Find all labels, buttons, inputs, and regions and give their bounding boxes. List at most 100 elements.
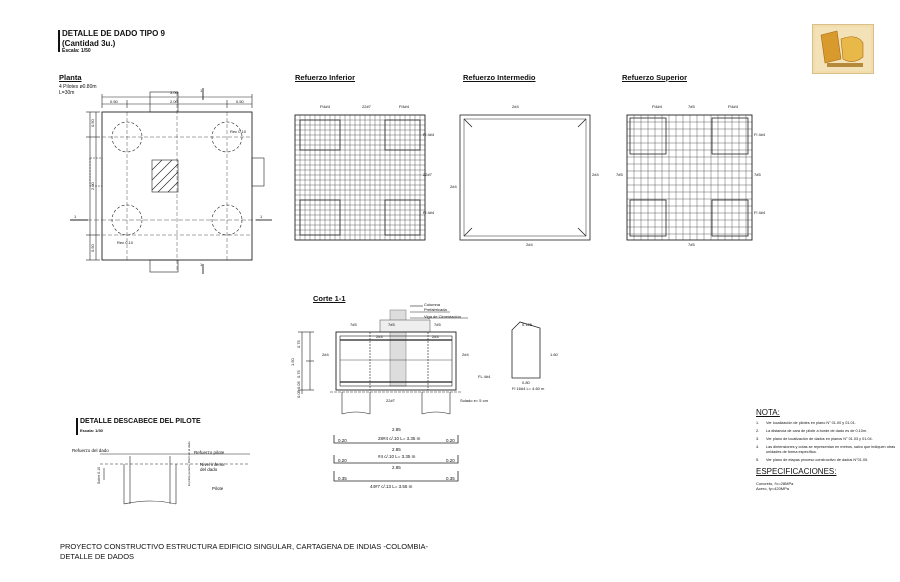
ref-inf-label-4: Fl 4#4	[423, 132, 435, 137]
corte-drawing: Columna Prefabricada Viga de Cimentación…	[290, 302, 559, 415]
corte-viga: Viga de Cimentación	[424, 314, 461, 319]
refuerzo-inferior-drawing: Fl4#4 22#7 Fl4#4 Fl 4#4 22#7 Fl 4#4	[294, 104, 435, 241]
bar-3-right: 0.35	[446, 476, 455, 481]
ref-inf-label-6: Fl 4#4	[423, 210, 435, 215]
spec-concreto: Concreto, f'c=28MPa	[756, 481, 794, 486]
ref-sup-label-6: 7#5	[754, 172, 761, 177]
corte-top-2: 7#5	[388, 322, 395, 327]
descabece-refuerzo-dado: Refuerzo del dado	[72, 448, 109, 453]
bar-1-left: 0.20	[338, 438, 347, 443]
planta-dim-left-1: 0.50	[90, 118, 95, 127]
planta-rec-right: Rec 0.10	[230, 129, 247, 134]
descabece-scale: Escala: 1/30	[80, 428, 103, 433]
refuerzo-intermedio-title: Refuerzo Intermedio	[463, 73, 536, 82]
spec-acero: Acero, fy=420MPa	[756, 486, 790, 491]
refuerzo-superior-drawing: Fl4#4 7#5 Fl4#4 Fl 4#4 7#5 7#5 Fl 4#4 7#…	[616, 104, 766, 247]
logo-icon	[815, 27, 871, 71]
notes-panel: NOTA: 1.Ver localización de pilotes en p…	[756, 408, 896, 491]
bar-2-right: 0.20	[446, 458, 455, 463]
ref-inf-label-2: 22#7	[362, 104, 372, 109]
ref-int-label-top: 2#4	[512, 104, 519, 109]
company-logo	[812, 24, 874, 74]
drawing-scale: Escala: 1/50	[62, 48, 91, 54]
bar-schedule: 2.85 0.20 0.20 28#4 c/.10 L= 3.35 m 2.85…	[333, 427, 459, 489]
descabece-nivel: Nivel inferior	[200, 462, 226, 467]
notes-title: NOTA:	[756, 408, 780, 417]
planta-drawing: 0.50 2.00 0.50 3.00 Rec 0.10 Rec 0.10 1 …	[70, 88, 272, 274]
ref-sup-label-8: 7#5	[688, 242, 695, 247]
ref-inf-label-1: Fl4#4	[320, 104, 331, 109]
planta-section-mark-top: 1	[200, 88, 203, 93]
corte-mid-3: 2#4	[432, 334, 439, 339]
ref-sup-label-1: Fl4#4	[652, 104, 663, 109]
descabece-refuerzo-pilote: Refuerzo pilote	[194, 450, 225, 455]
note-item: 5.Ver plano de etapas proceso constructi…	[756, 458, 869, 462]
planta-length: L=30m	[59, 90, 75, 96]
bar-1-label: 28#4 c/.10 L= 3.35 m	[378, 436, 421, 441]
bar-2-left: 0.20	[338, 458, 347, 463]
ref-sup-label-2: 7#5	[688, 104, 695, 109]
bar-2-label: #4 c/.10 L= 3.35 m	[378, 454, 416, 459]
bar-2-length: 2.85	[392, 447, 401, 452]
drawing-quantity: (Cantidad 3u.)	[62, 39, 116, 48]
planta-title: Planta	[59, 73, 82, 82]
corte-prefabricada: Prefabricada	[424, 307, 447, 312]
descabece-left-vertical: Sobre 0.10	[97, 467, 101, 484]
corte-solado: Solado e= 5 cm	[460, 398, 489, 403]
descabece-mid-vertical: El pilote penetra 10cm en el dado	[187, 441, 191, 486]
planta-dim-3: 0.50	[236, 99, 245, 104]
descabece-title: DETALLE DESCABECE DEL PILOTE	[80, 418, 201, 425]
descabece-drawing: Refuerzo del dado Refuerzo pilote Nivel …	[72, 441, 250, 505]
spec-panel: ESPECIFICACIONES: Concreto, f'c=28MPa Ac…	[756, 467, 896, 491]
bar-3-length: 2.85	[392, 465, 401, 470]
ref-sup-label-4: Fl 4#4	[754, 132, 766, 137]
bar-3-left: 0.35	[338, 476, 347, 481]
corte-mid-1: 2#4	[376, 334, 383, 339]
corte-columna: Columna	[424, 302, 441, 307]
corte-dim-left-1: 0.75	[296, 339, 301, 348]
corte-mid-4: 2#4	[462, 352, 469, 357]
corte-bottom-bar: 22#7	[386, 398, 396, 403]
corte-hook-top: 0.125	[522, 322, 533, 327]
planta-dim-2: 2.00	[170, 99, 179, 104]
planta-section-mark-bottom: 1	[200, 262, 203, 267]
ref-int-label-left: 2#4	[450, 184, 457, 189]
footer-sheet: DETALLE DE DADOS	[60, 552, 135, 561]
corte-top-3: 7#5	[434, 322, 441, 327]
corte-hook-label: Fl 16#4 L= 4.60 m	[512, 386, 545, 391]
corte-dim-left-2: 0.75	[296, 369, 301, 378]
corte-fl: FL 4#4	[478, 374, 491, 379]
corte-title: Corte 1-1	[313, 294, 346, 303]
planta-dim-left-3: 0.50	[90, 243, 95, 252]
corte-hook-right: 1.60	[550, 352, 559, 357]
ref-int-label-right: 2#4	[592, 172, 599, 177]
planta-pilotes: 4 Pilotes ø0.80m	[59, 84, 97, 90]
note-item: 1.Ver localización de pilotes en plano N…	[756, 421, 856, 425]
planta-dim-left-2: 2.00	[90, 181, 95, 190]
ref-inf-label-3: Fl4#4	[399, 104, 410, 109]
corte-dim-left-3: 1.50	[290, 357, 295, 366]
corte-hook-bottom: 0.80	[522, 380, 531, 385]
descabece-del-dado: del dado	[200, 467, 218, 472]
note-item: 4.Las dimensiones y cotas se representan…	[756, 445, 896, 454]
ref-int-label-bottom: 2#4	[526, 242, 533, 247]
corte-mid-2: 2#4	[322, 352, 329, 357]
refuerzo-intermedio-drawing: 2#4 2#4 2#4 2#4	[450, 104, 599, 247]
planta-rec-bottom: Rec 0.10	[117, 240, 134, 245]
refuerzo-superior-title: Refuerzo Superior	[622, 73, 688, 82]
bar-1-length: 2.85	[392, 427, 401, 432]
note-item: 3.Ver plano de localización de dados en …	[756, 437, 873, 441]
descabece-pilote: Pilote	[212, 486, 224, 491]
note-item: 2.La distancia de cara de pilote a borde…	[756, 429, 868, 433]
bar-1-right: 0.20	[446, 438, 455, 443]
descabece-bar	[76, 418, 78, 435]
refuerzo-inferior-title: Refuerzo Inferior	[295, 73, 356, 82]
planta-dim-outer: 3.00	[170, 90, 179, 95]
bar-3-label: 44#7 c/.13 L= 3.55 m	[370, 484, 413, 489]
ref-sup-label-5: 7#5	[616, 172, 623, 177]
spec-title: ESPECIFICACIONES:	[756, 467, 837, 476]
ref-sup-label-7: Fl 4#4	[754, 210, 766, 215]
footer: PROYECTO CONSTRUCTIVO ESTRUCTURA EDIFICI…	[60, 542, 428, 562]
title-bar	[58, 30, 60, 52]
notes-list: 1.Ver localización de pilotes en plano N…	[756, 421, 896, 463]
